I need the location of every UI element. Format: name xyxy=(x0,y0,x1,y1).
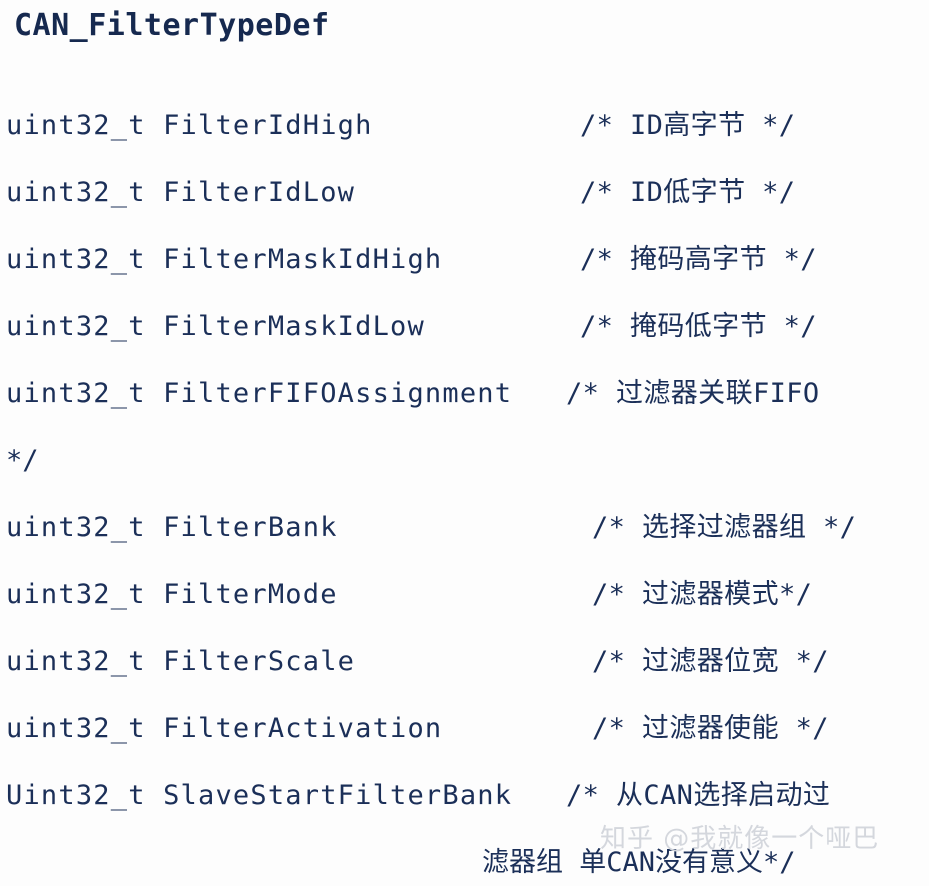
field-declaration: uint32_t FilterActivation xyxy=(6,713,443,744)
field-comment: /* 掩码高字节 */ xyxy=(580,244,817,275)
field-comment: /* 过滤器关联FIFO xyxy=(566,378,820,409)
field-comment: /* ID高字节 */ xyxy=(580,110,796,141)
table-row: Uint32_t SlaveStartFilterBank /* 从CAN选择启… xyxy=(0,762,929,829)
field-declaration: uint32_t FilterIdHigh xyxy=(6,110,373,141)
field-declaration: uint32_t FilterMaskIdLow xyxy=(6,311,425,342)
table-row: uint32_t FilterIdHigh /* ID高字节 */ xyxy=(0,92,929,159)
table-row: uint32_t FilterFIFOAssignment /* 过滤器关联FI… xyxy=(0,360,929,427)
table-row: uint32_t FilterActivation /* 过滤器使能 */ xyxy=(0,695,929,762)
field-comment: /* 过滤器模式*/ xyxy=(592,579,813,610)
field-comment: /* 过滤器位宽 */ xyxy=(592,646,829,677)
field-declaration: Uint32_t SlaveStartFilterBank xyxy=(6,780,513,811)
field-declaration: uint32_t FilterScale xyxy=(6,646,356,677)
field-declaration: uint32_t FilterMaskIdHigh xyxy=(6,244,443,275)
field-declaration: uint32_t FilterIdLow xyxy=(6,177,356,208)
table-row: uint32_t FilterBank /* 选择过滤器组 */ xyxy=(0,494,929,561)
field-comment: /* 从CAN选择启动过 xyxy=(566,780,831,811)
field-comment-tail: */ xyxy=(6,445,39,476)
field-comment: /* 掩码低字节 */ xyxy=(580,311,817,342)
field-comment: /* ID低字节 */ xyxy=(580,177,796,208)
table-row: uint32_t FilterMaskIdHigh /* 掩码高字节 */ xyxy=(0,226,929,293)
page-title: CAN_FilterTypeDef xyxy=(14,8,330,43)
table-row: uint32_t FilterIdLow /* ID低字节 */ xyxy=(0,159,929,226)
field-declaration: uint32_t FilterFIFOAssignment xyxy=(6,378,513,409)
field-comment: /* 过滤器使能 */ xyxy=(592,713,829,744)
struct-field-list: uint32_t FilterIdHigh /* ID高字节 */ uint32… xyxy=(0,92,929,896)
comment-continuation-row: */ xyxy=(0,427,929,494)
field-comment: /* 选择过滤器组 */ xyxy=(592,512,857,543)
field-declaration: uint32_t FilterMode xyxy=(6,579,338,610)
table-row: uint32_t FilterMode /* 过滤器模式*/ xyxy=(0,561,929,628)
table-row: uint32_t FilterMaskIdLow /* 掩码低字节 */ xyxy=(0,293,929,360)
table-row: uint32_t FilterScale /* 过滤器位宽 */ xyxy=(0,628,929,695)
field-declaration: uint32_t FilterBank xyxy=(6,512,338,543)
field-comment-tail: 滤器组 单CAN没有意义*/ xyxy=(482,847,796,878)
comment-continuation-row: 滤器组 单CAN没有意义*/ xyxy=(0,829,929,896)
